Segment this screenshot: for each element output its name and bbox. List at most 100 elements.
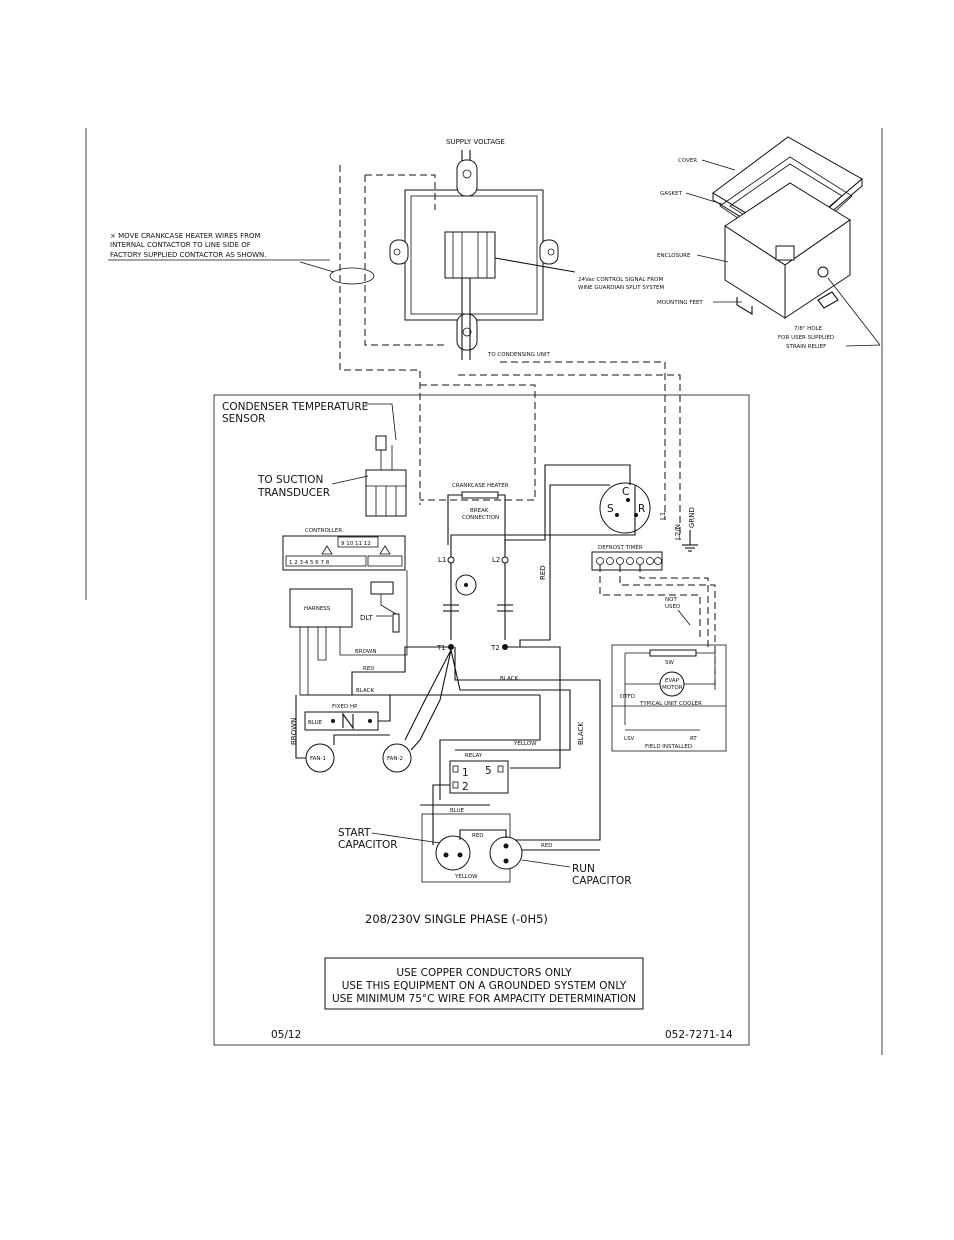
timer-terminal-2 bbox=[606, 557, 614, 565]
supply-voltage-label: SUPPLY VOLTAGE bbox=[446, 138, 505, 146]
fixed-hp-label: FIXED HP bbox=[332, 704, 358, 710]
cover-label: COVER bbox=[678, 158, 697, 164]
box-ear-right bbox=[539, 239, 559, 265]
t1-red-to-harness bbox=[351, 646, 451, 695]
transducer-label-2: TRANSDUCER bbox=[257, 487, 330, 499]
timer-field-wire-1 bbox=[599, 565, 701, 640]
fixed-hp-symbol bbox=[342, 712, 354, 730]
note-line-2: INTERNAL CONTACTOR TO LINE SIDE OF bbox=[110, 241, 251, 249]
run-capacitor-pin-1 bbox=[503, 843, 509, 849]
contactor-l2-label: L2 bbox=[492, 556, 500, 564]
relay-pin-1 bbox=[452, 765, 459, 773]
warning-line-1: USE COPPER CONDUCTORS ONLY bbox=[396, 967, 572, 979]
fan-1-label: FAN-1 bbox=[310, 756, 326, 762]
brown-wire-label: BROWN bbox=[290, 718, 298, 745]
run-capacitor-leader bbox=[521, 859, 571, 868]
contactor-l2-terminal bbox=[501, 556, 509, 564]
ground-label: GRND bbox=[688, 507, 696, 528]
compressor-terminal-c: C bbox=[622, 486, 629, 498]
timer-terminal-n2 bbox=[654, 557, 662, 565]
enclosure-terminal-block bbox=[775, 245, 795, 261]
start-capacitor-label-2: CAPACITOR bbox=[338, 839, 398, 851]
sensor-label-2: SENSOR bbox=[222, 413, 265, 425]
t2-black-to-relay bbox=[505, 646, 561, 769]
dtfd-label: DTFD bbox=[620, 694, 635, 700]
fixed-hp-lead bbox=[378, 695, 391, 722]
yellow-wire bbox=[439, 695, 541, 800]
enclosure-exploded-view: COVER GASKET ENCLOSURE MOUNTING FEET 7/8… bbox=[657, 136, 881, 350]
controller-aux-terminals bbox=[367, 555, 403, 567]
controller-body bbox=[282, 535, 406, 571]
control-field-wire-1 bbox=[500, 361, 666, 520]
crankcase-heater: CRANKCASE HEATER BREAK CONNECTION bbox=[447, 483, 509, 545]
sensor-probe bbox=[375, 435, 387, 451]
timer-terminal-3 bbox=[616, 557, 624, 565]
dlt-sensor bbox=[392, 613, 400, 633]
warning-box-frame bbox=[324, 957, 644, 1010]
fan-1-return bbox=[333, 734, 390, 745]
control-field-wire-2 bbox=[458, 374, 681, 540]
compressor: C S R bbox=[599, 482, 651, 534]
controller-terminal-strip bbox=[337, 536, 379, 548]
defrost-timer: DEFROST TIMER NOT USED bbox=[591, 545, 716, 690]
defrost-heater bbox=[649, 649, 697, 657]
box-ear-bottom-hole bbox=[462, 327, 472, 337]
typical-unit-cooler-label: TYPICAL UNIT COOLER bbox=[639, 701, 702, 707]
relay-pin-5 bbox=[497, 765, 504, 773]
harness-label: HARNESS bbox=[304, 606, 331, 612]
mounting-feet-label: MOUNTING FEET bbox=[657, 300, 703, 306]
revision-date: 05/12 bbox=[271, 1029, 301, 1041]
crankcase-heater-label: CRANKCASE HEATER bbox=[452, 483, 509, 489]
heater-sw-label: SW bbox=[665, 660, 674, 666]
hole-label-2: FOR USER SUPPLIED bbox=[778, 335, 834, 341]
heater-field-wire-2 bbox=[364, 175, 445, 346]
unit-cooler-box bbox=[611, 644, 727, 752]
start-capacitor-leader bbox=[371, 832, 441, 844]
timer-terminal-1 bbox=[596, 557, 604, 565]
timer-terminal-4 bbox=[626, 557, 634, 565]
red-wire-label: RED bbox=[539, 565, 547, 580]
controller-label: CONTROLLER bbox=[305, 528, 342, 534]
t1-fan1-lead bbox=[404, 649, 452, 741]
fan-2-lead bbox=[410, 739, 421, 751]
box-ear-left bbox=[389, 239, 409, 265]
control-signal-label-1: 24Vac CONTROL SIGNAL FROM bbox=[578, 277, 663, 283]
line-l2n-label: L2/N bbox=[674, 524, 682, 540]
fixed-hp-pin-1 bbox=[331, 719, 335, 723]
l1-to-compressor-c bbox=[450, 485, 636, 557]
strain-relief-hole bbox=[817, 266, 829, 278]
run-capacitor-red-label: RED bbox=[541, 843, 553, 849]
relay: RELAY 1 2 5 BLUE bbox=[420, 753, 509, 845]
t1-fan2-lead bbox=[419, 649, 452, 741]
black-wire-label-left: BLACK bbox=[356, 688, 374, 694]
enclosure-side-wall bbox=[784, 219, 851, 319]
hole-leader-tail bbox=[845, 344, 881, 347]
warning-box: USE COPPER CONDUCTORS ONLY USE THIS EQUI… bbox=[324, 957, 644, 1010]
box-ear-bottom bbox=[456, 313, 478, 351]
contactor-t2-label: T2 bbox=[490, 644, 500, 652]
relay-terminal-2: 2 bbox=[462, 781, 469, 793]
mounting-foot-left bbox=[736, 297, 753, 315]
relay-terminal-1: 1 bbox=[462, 767, 469, 779]
lsv-label: LSV bbox=[624, 736, 635, 742]
run-capacitor-label-1: RUN bbox=[572, 863, 595, 875]
condensing-unit-panel bbox=[213, 394, 750, 1046]
box-ear-right-hole bbox=[547, 248, 555, 256]
condenser-temperature-sensor: CONDENSER TEMPERATURE SENSOR TO SUCTION … bbox=[222, 401, 407, 517]
box-ear-top-hole bbox=[462, 169, 472, 179]
evap-motor-label-2: MOTOR bbox=[662, 685, 683, 691]
fan-1-lead bbox=[295, 695, 306, 759]
fan-2-label: FAN-2 bbox=[387, 756, 403, 762]
sensor-leader bbox=[365, 403, 397, 441]
compressor-terminal-s: S bbox=[607, 503, 614, 515]
fixed-hp-blue-label: BLUE bbox=[308, 720, 323, 726]
controller-terminals-upper: 9 10 11 12 bbox=[341, 541, 371, 547]
relay-label: RELAY bbox=[465, 753, 483, 759]
hole-label-3: STRAIN RELIEF bbox=[786, 344, 826, 350]
warning-line-2: USE THIS EQUIPMENT ON A GROUNDED SYSTEM … bbox=[342, 980, 627, 992]
typical-unit-cooler: SW EVAP MOTOR DTFD TYPICAL UNIT COOLER L… bbox=[611, 644, 727, 752]
heater-field-wire-1 bbox=[339, 165, 421, 505]
start-capacitor-pin-2 bbox=[457, 852, 463, 858]
note-line-1: × MOVE CRANKCASE HEATER WIRES FROM bbox=[110, 232, 261, 240]
